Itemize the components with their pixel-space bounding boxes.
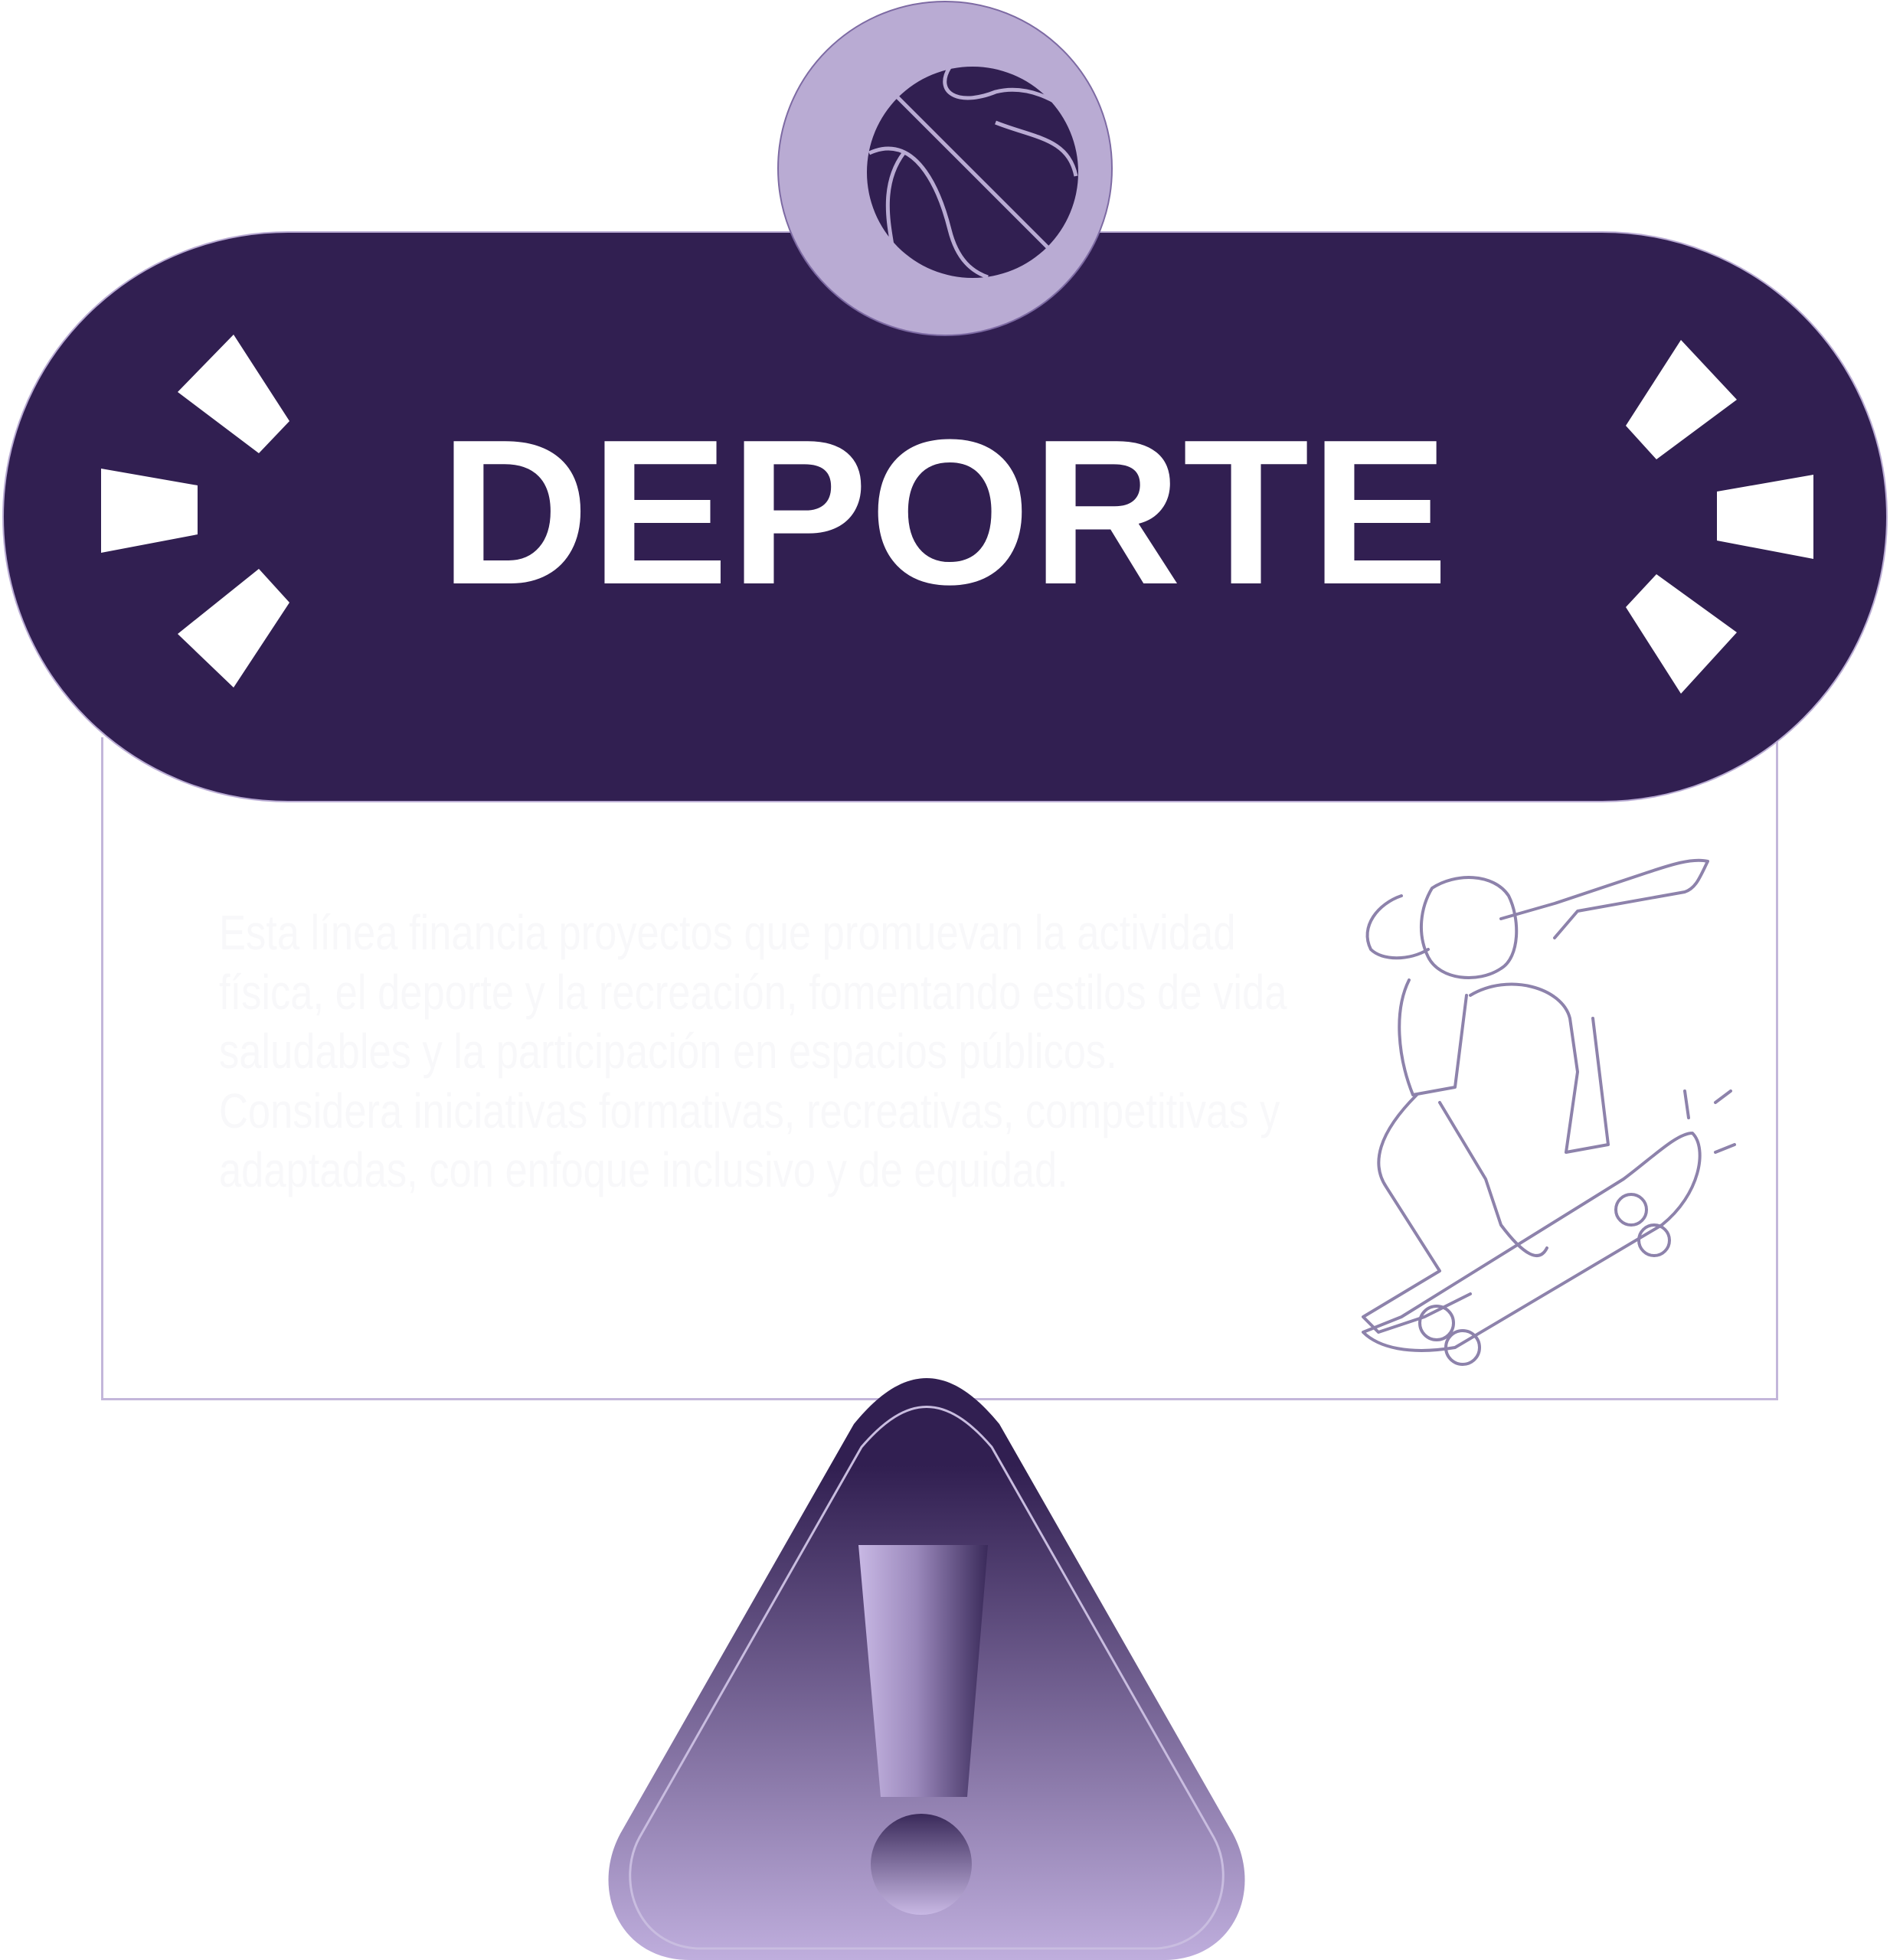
skateboarder-illustration <box>1362 858 1736 1366</box>
description-text: Esta línea financia proyectos que promue… <box>219 905 1287 1197</box>
basketball-icon <box>777 1 1113 336</box>
page-title: DEPORTE <box>440 397 1450 628</box>
burst-icon <box>101 335 1813 694</box>
description-card <box>101 737 1778 1400</box>
warning-triangle-icon <box>608 1378 1245 1960</box>
